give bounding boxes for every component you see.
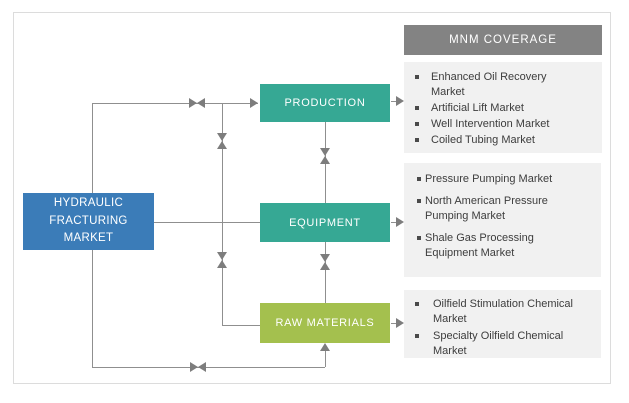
node-label: EQUIPMENT [289, 216, 361, 229]
connector-line [391, 101, 398, 102]
connector-line [391, 222, 398, 223]
arrow-right-icon [396, 217, 404, 227]
arrow-right-icon [396, 318, 404, 328]
connector-line [222, 103, 223, 325]
node-equipment: EQUIPMENT [260, 203, 390, 242]
bowtie-valve-icon [217, 252, 227, 268]
list-item: Well Intervention Market [415, 117, 596, 132]
raw-materials-coverage-list: Oilfield Stimulation Chemical Market Spe… [404, 290, 601, 358]
bowtie-valve-icon [217, 133, 227, 149]
list-item: Pressure Pumping Market [417, 172, 595, 187]
bowtie-valve-icon [320, 148, 330, 164]
bullet-icon [415, 334, 419, 338]
arrow-up-icon [320, 343, 330, 351]
list-item: Oilfield Stimulation Chemical Market [415, 297, 595, 327]
connector-line [92, 367, 325, 368]
list-item: Shale Gas Processing Equipment Market [417, 231, 595, 261]
bowtie-valve-icon [189, 98, 205, 108]
mnm-coverage-header: MNM COVERAGE [404, 25, 602, 55]
bullet-icon [415, 138, 419, 142]
header-label: MNM COVERAGE [449, 34, 557, 46]
arrow-right-icon [250, 98, 258, 108]
node-production: PRODUCTION [260, 84, 390, 122]
connector-line [391, 323, 398, 324]
connector-line [154, 222, 260, 223]
production-coverage-list: Enhanced Oil Recovery Market Artificial … [404, 62, 602, 153]
node-label: RAW MATERIALS [275, 317, 375, 329]
connector-line [92, 250, 93, 367]
bullet-icon [417, 199, 421, 203]
bullet-icon [415, 106, 419, 110]
bullet-icon [417, 177, 421, 181]
list-item: Coiled Tubing Market [415, 133, 596, 148]
node-raw-materials: RAW MATERIALS [260, 303, 390, 343]
bullet-icon [415, 75, 419, 79]
list-item: Artificial Lift Market [415, 101, 596, 116]
list-item: Enhanced Oil Recovery Market [415, 70, 596, 100]
connector-line [325, 347, 326, 367]
connector-line [92, 103, 93, 193]
node-label: PRODUCTION [284, 97, 366, 109]
bowtie-valve-icon [320, 254, 330, 270]
arrow-right-icon [396, 96, 404, 106]
node-hydraulic-fracturing-market: HYDRAULIC FRACTURING MARKET [23, 193, 154, 250]
equipment-coverage-list: Pressure Pumping Market North American P… [404, 163, 601, 277]
node-label: HYDRAULIC FRACTURING MARKET [49, 196, 128, 245]
connector-line [222, 325, 260, 326]
connector-line [92, 103, 258, 104]
connector-line [325, 242, 326, 303]
bowtie-valve-icon [190, 362, 206, 372]
list-item: Specialty Oilfield Chemical Market [415, 329, 595, 359]
bullet-icon [415, 302, 419, 306]
list-item: North American Pressure Pumping Market [417, 194, 595, 224]
bullet-icon [417, 236, 421, 240]
bullet-icon [415, 122, 419, 126]
